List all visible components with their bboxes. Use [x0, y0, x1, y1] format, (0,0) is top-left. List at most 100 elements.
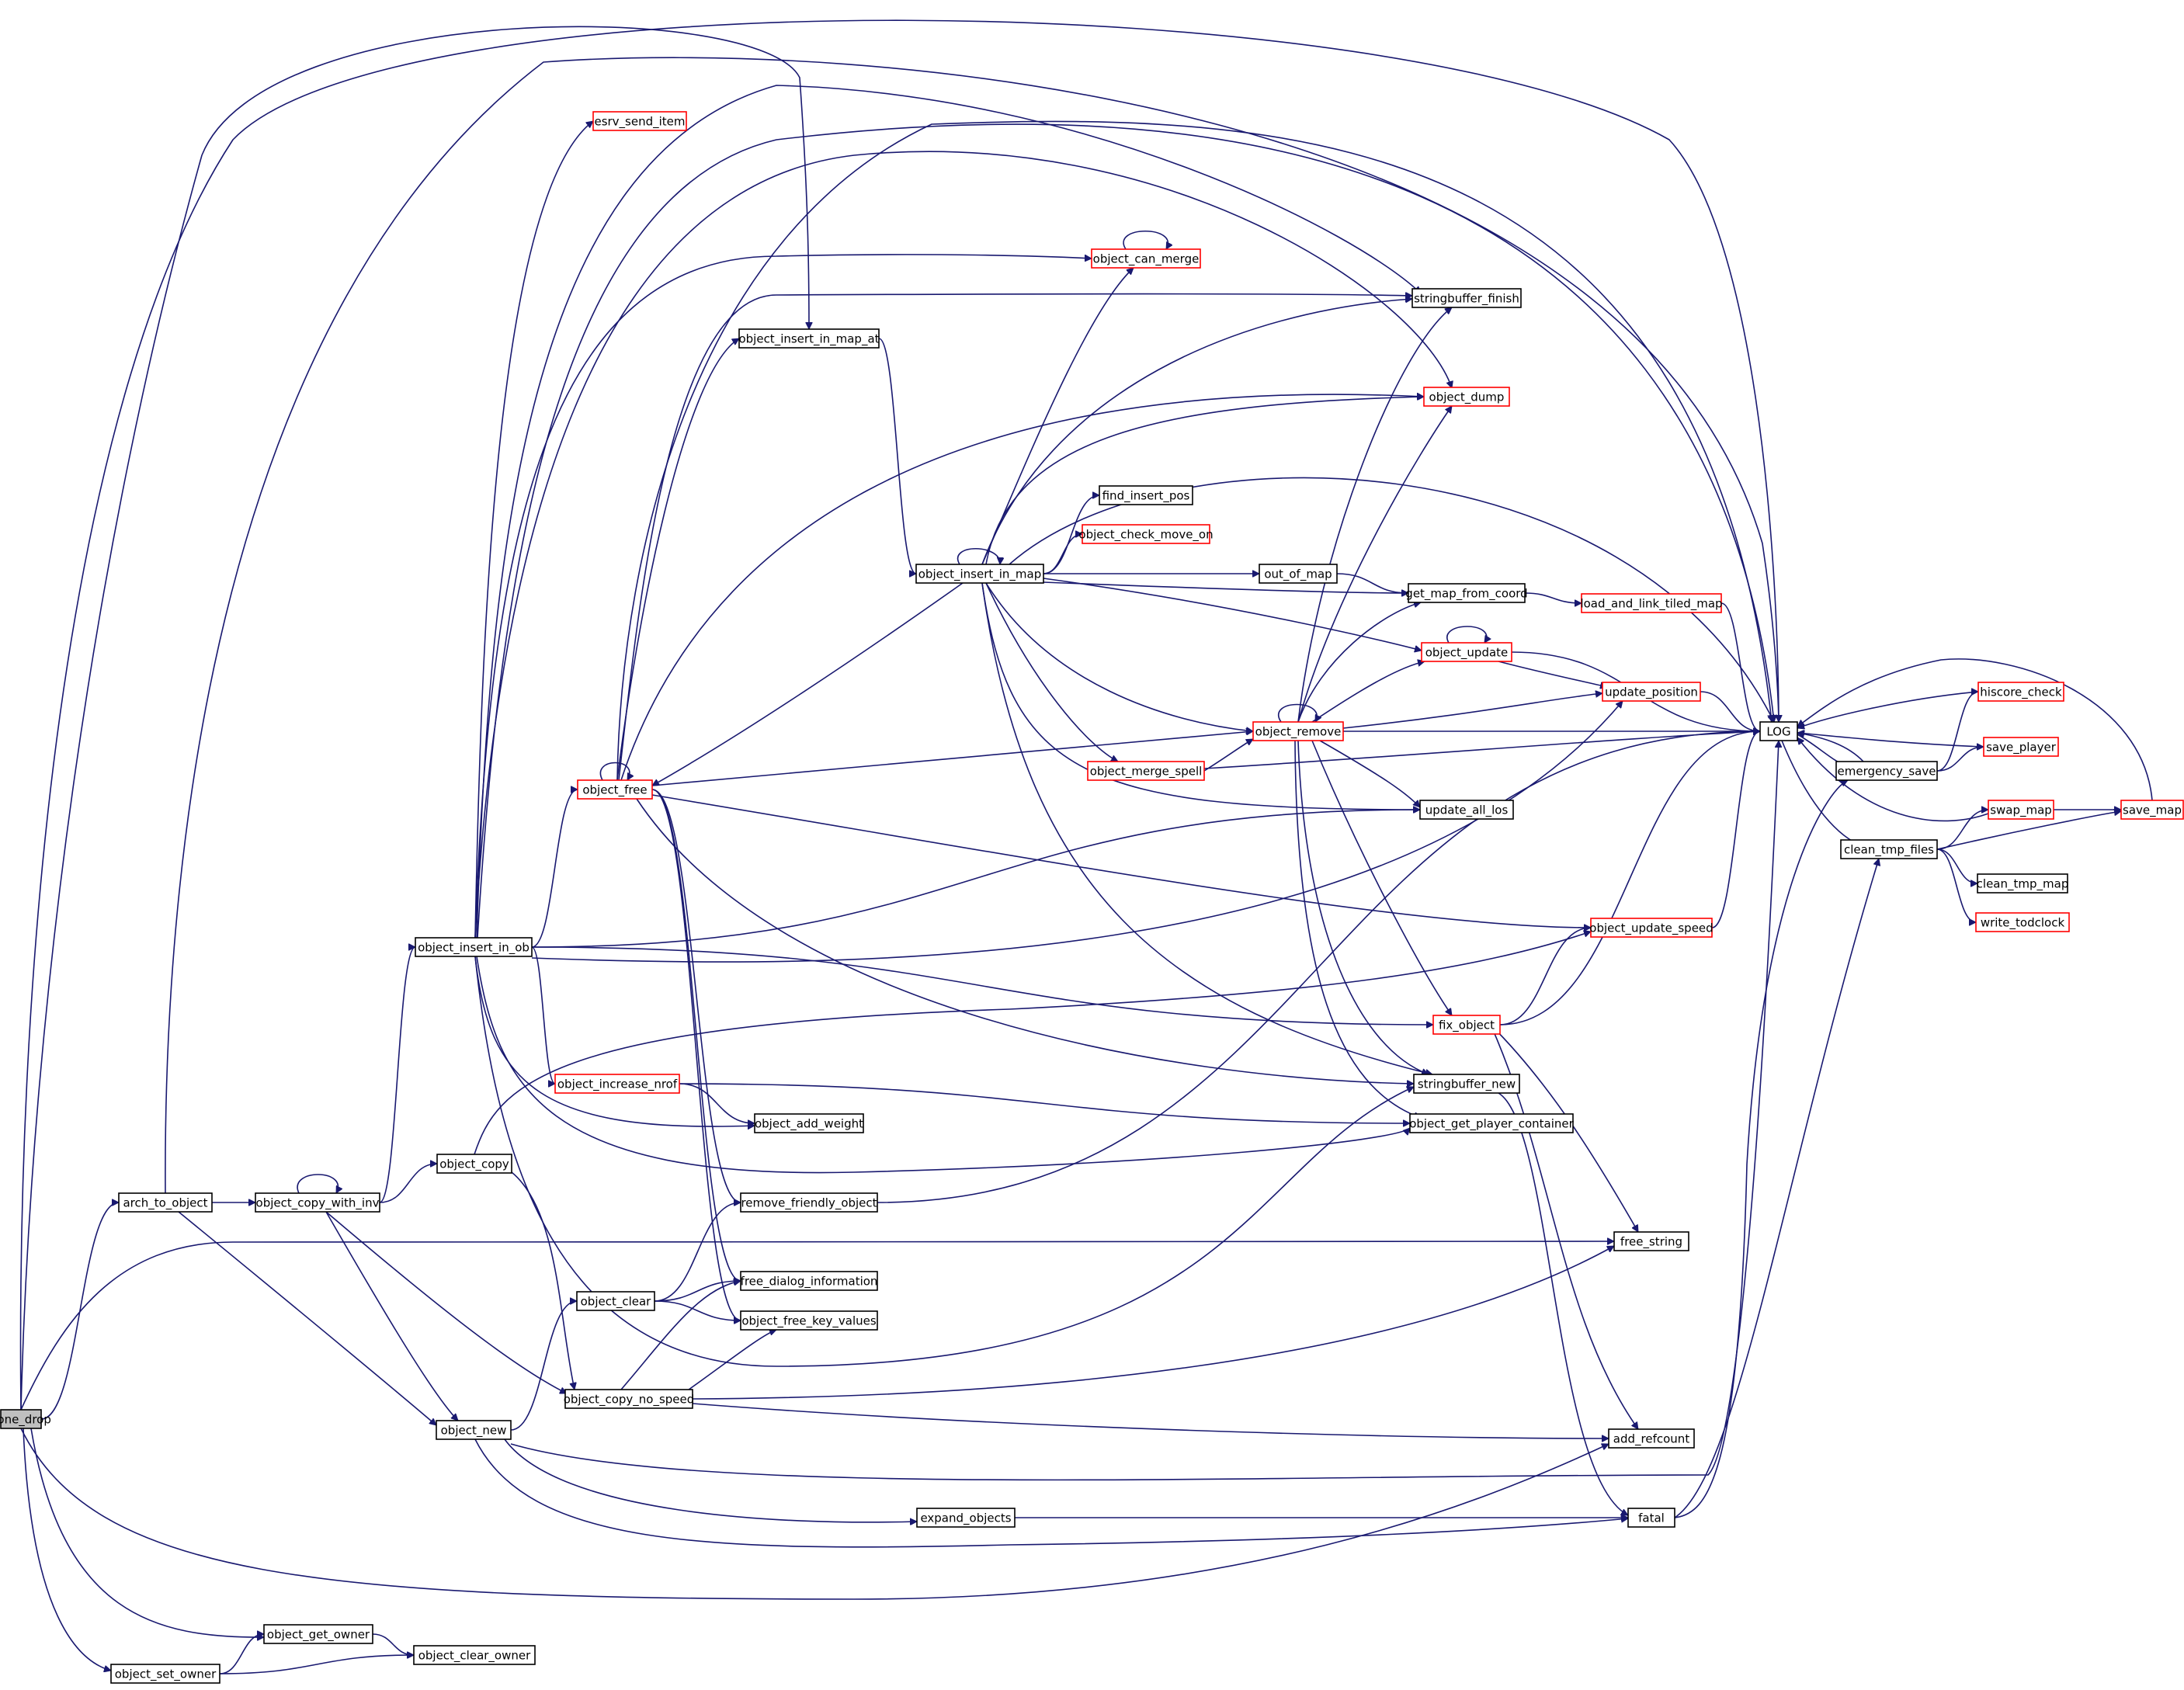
- node-find-insert-pos[interactable]: find_insert_pos: [1099, 485, 1193, 505]
- node-object-increase-nrof[interactable]: object_increase_nrof: [554, 1074, 680, 1094]
- node-esrv-send-item[interactable]: esrv_send_item: [592, 111, 687, 131]
- node-update-position[interactable]: update_position: [1602, 682, 1701, 702]
- node-expand-objects[interactable]: expand_objects: [916, 1508, 1016, 1528]
- node-box: [1259, 564, 1338, 584]
- node-object-clear-owner[interactable]: object_clear_owner: [413, 1645, 536, 1665]
- node-label: object_clear: [581, 1295, 652, 1310]
- node-fatal[interactable]: fatal: [1627, 1508, 1675, 1528]
- edge-fix_object-to-LOG: [1499, 731, 1760, 1025]
- edge-get_map_from_coord-to-load_and_link_tiled_map: [1524, 592, 1582, 603]
- node-object-free[interactable]: object_free: [577, 779, 653, 800]
- node-label: object_insert_in_ob: [418, 941, 530, 956]
- edge-object_free-to-object_dump: [620, 394, 1424, 781]
- node-label: cone_drop: [0, 1413, 51, 1428]
- node-clean-tmp-files[interactable]: clean_tmp_files: [1840, 839, 1938, 859]
- node-update-all-los[interactable]: update_all_los: [1419, 800, 1514, 820]
- node-object-merge-spell[interactable]: object_merge_spell: [1087, 761, 1205, 781]
- node-object-dump[interactable]: object_dump: [1423, 387, 1510, 407]
- node-fix-object[interactable]: fix_object: [1432, 1015, 1501, 1035]
- node-box: [1835, 761, 1938, 781]
- edge-object_remove-to-object_update: [1311, 661, 1425, 723]
- node-get-map-from-coord[interactable]: get_map_from_coord: [1405, 583, 1528, 603]
- node-LOG[interactable]: LOG: [1759, 721, 1798, 741]
- edge-path: [219, 1655, 414, 1674]
- node-object-get-player-container[interactable]: object_get_player_container: [1409, 1113, 1575, 1133]
- node-load-and-link-tiled-map[interactable]: load_and_link_tiled_map: [1580, 593, 1723, 613]
- node-object-copy-no-speed[interactable]: object_copy_no_speed: [564, 1389, 695, 1409]
- node-box: [415, 937, 533, 957]
- node-label: object_remove: [1255, 725, 1342, 740]
- node-object-insert-in-map[interactable]: object_insert_in_map: [915, 564, 1044, 584]
- edge-path: [618, 294, 1412, 781]
- node-object-free-key-values[interactable]: object_free_key_values: [740, 1310, 878, 1331]
- node-cone-drop[interactable]: cone_drop: [0, 1409, 51, 1429]
- edge-path: [325, 1211, 458, 1421]
- edge-path: [474, 956, 755, 1126]
- node-object-remove[interactable]: object_remove: [1252, 721, 1344, 741]
- edge-object_insert_in_ob-to-update_position: [531, 701, 1623, 963]
- edge-path: [651, 789, 741, 1202]
- edge-clean_tmp_files-to-write_todclock: [1936, 848, 1977, 922]
- edge-arch_to_object-to-LOG: [165, 57, 1779, 1194]
- edge-path: [651, 794, 1591, 928]
- edge-path: [1319, 740, 1420, 807]
- node-box: [916, 1508, 1016, 1528]
- edge-object_remove-to-stringbuffer_new: [1297, 740, 1429, 1074]
- node-add-refcount[interactable]: add_refcount: [1608, 1428, 1695, 1449]
- node-remove-friendly-object[interactable]: remove_friendly_object: [740, 1192, 878, 1213]
- node-object-insert-in-map-at[interactable]: object_insert_in_map_at: [738, 328, 880, 349]
- node-arch-to-object[interactable]: arch_to_object: [118, 1192, 213, 1213]
- edge-object_clear-to-free_dialog_information: [654, 1281, 741, 1302]
- node-object-clear[interactable]: object_clear: [576, 1291, 655, 1311]
- node-object-set-owner[interactable]: object_set_owner: [110, 1664, 220, 1684]
- node-object-check-move-on[interactable]: object_check_move_on: [1078, 524, 1214, 544]
- edge-path: [651, 789, 741, 1281]
- edge-path: [531, 789, 578, 948]
- edge-object_insert_in_map-to-object_update: [1043, 578, 1422, 651]
- node-object-get-owner[interactable]: object_get_owner: [263, 1624, 373, 1644]
- node-clean-tmp-map[interactable]: clean_tmp_map: [1977, 873, 2069, 894]
- node-object-can-merge[interactable]: object_can_merge: [1091, 248, 1201, 269]
- edge-path: [379, 947, 416, 1203]
- edge-cone_drop-to-add_refcount: [20, 1428, 1609, 1600]
- edge-object_free-to-free_dialog_information: [651, 789, 741, 1281]
- node-save-map[interactable]: save_map: [2120, 800, 2184, 820]
- node-label: stringbuffer_finish: [1414, 292, 1519, 307]
- node-object-update[interactable]: object_update: [1421, 642, 1512, 662]
- node-object-copy[interactable]: object_copy: [436, 1154, 512, 1174]
- node-object-copy-with-inv[interactable]: object_copy_with_inv: [255, 1192, 380, 1213]
- node-free-dialog-information[interactable]: free_dialog_information: [740, 1271, 878, 1291]
- edge-object_insert_in_map-to-object_check_move_on: [1043, 534, 1083, 574]
- node-emergency-save[interactable]: emergency_save: [1835, 761, 1938, 781]
- node-swap-map[interactable]: swap_map: [1988, 800, 2054, 820]
- edge-object_insert_in_map_at-to-object_insert_in_map: [878, 338, 917, 574]
- node-stringbuffer-finish[interactable]: stringbuffer_finish: [1411, 288, 1522, 308]
- node-box: [592, 111, 687, 131]
- node-box: [1432, 1015, 1501, 1035]
- node-free-string[interactable]: free_string: [1613, 1231, 1689, 1251]
- node-write-todclock[interactable]: write_todclock: [1975, 912, 2070, 932]
- edge-path: [1936, 811, 2121, 850]
- edge-path: [1499, 731, 1760, 1025]
- node-label: hiscore_check: [1980, 685, 2062, 700]
- edge-object_new-to-object_clear: [510, 1301, 578, 1431]
- edge-object_insert_in_ob-to-update_all_los: [531, 810, 1420, 948]
- node-object-add-weight[interactable]: object_add_weight: [754, 1113, 864, 1133]
- edge-fix_object-to-object_update_speed: [1499, 928, 1591, 1025]
- edge-cone_drop-to-free_string: [20, 1241, 1614, 1411]
- node-object-update-speed[interactable]: object_update_speed: [1589, 918, 1714, 938]
- node-hiscore-check[interactable]: hiscore_check: [1977, 682, 2064, 702]
- edge-path: [1797, 733, 1984, 748]
- edge-path: [531, 946, 1433, 1025]
- node-box: [554, 1074, 680, 1094]
- edge-path: [1700, 691, 1760, 731]
- node-object-insert-in-ob[interactable]: object_insert_in_ob: [415, 937, 533, 957]
- node-object-new[interactable]: object_new: [436, 1420, 512, 1440]
- node-out-of-map[interactable]: out_of_map: [1259, 564, 1338, 584]
- edge-path: [1297, 602, 1421, 723]
- edge-object_clear-to-object_free_key_values: [654, 1300, 741, 1320]
- edge-path: [981, 268, 1134, 565]
- node-stringbuffer-new[interactable]: stringbuffer_new: [1413, 1074, 1520, 1094]
- node-save-player[interactable]: save_player: [1983, 737, 2059, 757]
- node-box: [738, 328, 880, 349]
